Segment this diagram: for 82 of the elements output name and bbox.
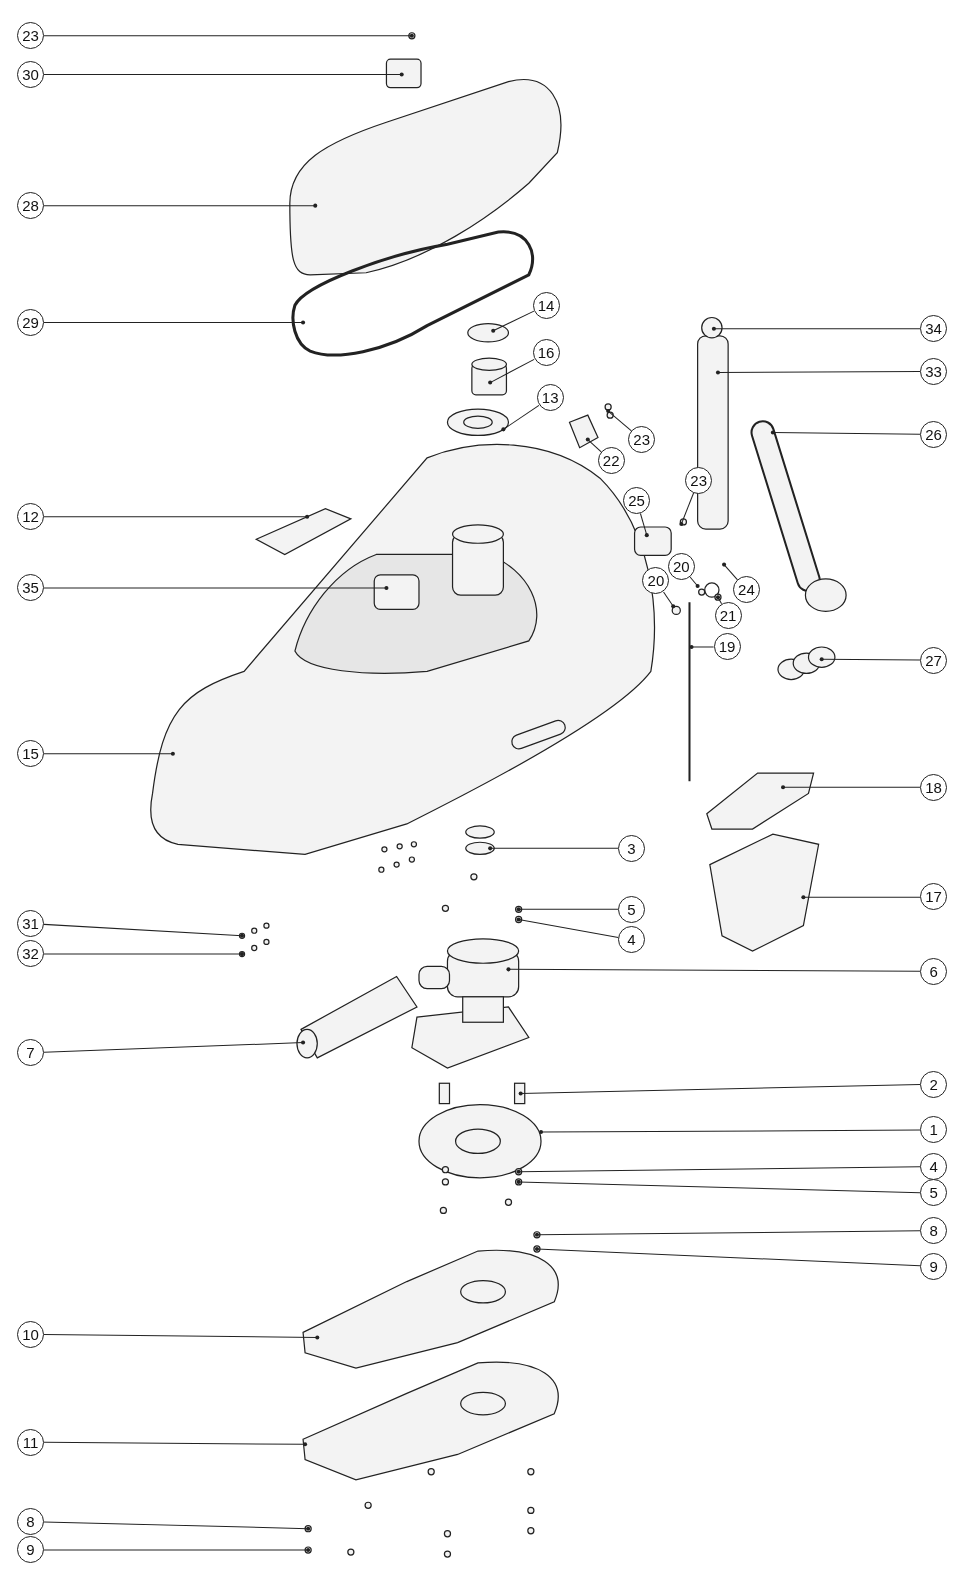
callout-number: 31 <box>17 909 44 937</box>
callout-number: 14 <box>532 291 560 319</box>
leader-line <box>539 1129 921 1135</box>
leader-line <box>585 437 602 453</box>
callout-number: 9 <box>17 1536 44 1564</box>
callout-number: 17 <box>920 883 948 911</box>
callout-number: 4 <box>920 1152 948 1180</box>
leader-line <box>506 967 921 972</box>
leader-line <box>689 576 700 588</box>
leader-line <box>501 404 540 432</box>
callout-number: 11 <box>17 1428 44 1456</box>
callout-number: 24 <box>732 576 760 604</box>
callout-number: 21 <box>714 601 742 629</box>
leader-line <box>43 320 306 325</box>
callout-number: 10 <box>17 1320 44 1348</box>
callout-number: 8 <box>17 1507 44 1535</box>
callout-number: 2 <box>920 1070 948 1098</box>
leader-line <box>516 907 619 912</box>
callout-number: 15 <box>17 740 44 768</box>
leader-line <box>639 513 649 538</box>
callout-number: 30 <box>17 60 44 88</box>
leader-line <box>488 358 535 385</box>
leader-line <box>43 72 404 77</box>
leader-line <box>781 785 921 790</box>
callout-number: 23 <box>628 425 656 453</box>
leader-line <box>663 591 676 609</box>
callout-number: 12 <box>17 503 44 531</box>
leader-line <box>488 846 619 851</box>
callout-number: 20 <box>667 552 695 580</box>
callout-number: 13 <box>536 384 564 412</box>
callout-number: 27 <box>920 646 948 674</box>
callout-number: 5 <box>920 1179 948 1207</box>
callout-number: 8 <box>920 1217 948 1244</box>
leader-line <box>43 514 310 519</box>
leader-line <box>491 310 535 333</box>
callout-number: 4 <box>618 926 645 954</box>
leader-line <box>43 203 318 208</box>
leader-line <box>43 33 414 38</box>
leader-line <box>801 895 921 900</box>
callout-number: 6 <box>920 957 948 985</box>
leader-line <box>43 923 245 938</box>
callout-number: 19 <box>713 633 741 661</box>
leader-line <box>518 1084 921 1096</box>
leader-line <box>43 751 175 756</box>
callout-number: 28 <box>17 191 44 219</box>
leader-line <box>43 585 389 591</box>
leader-line <box>715 595 723 605</box>
leader-line <box>516 1179 921 1194</box>
callout-number: 34 <box>920 314 948 342</box>
callout-number: 29 <box>17 308 44 336</box>
leader-line <box>534 1247 921 1267</box>
leader-line <box>606 409 632 432</box>
leader-line <box>711 326 921 331</box>
leader-line <box>43 1441 308 1447</box>
leader-line <box>715 370 921 375</box>
leader-line <box>43 1040 306 1053</box>
leader-line <box>689 644 715 650</box>
leader-line <box>516 917 619 938</box>
leader-line <box>819 657 921 662</box>
callout-number: 35 <box>17 574 44 602</box>
callout-number: 16 <box>532 339 560 367</box>
callout-number: 18 <box>920 773 948 801</box>
callout-number: 3 <box>618 834 645 862</box>
callout-number: 26 <box>920 420 948 448</box>
leader-line <box>43 1521 311 1531</box>
leader-line <box>679 492 695 526</box>
callout-number: 5 <box>618 895 645 923</box>
callout-number: 22 <box>597 447 625 475</box>
leader-line <box>43 1548 311 1553</box>
callout-number: 25 <box>623 486 651 514</box>
callout-number: 32 <box>17 940 44 968</box>
leader-line <box>43 1334 320 1340</box>
callout-number: 9 <box>920 1252 948 1280</box>
leader-line <box>770 430 921 435</box>
callout-number: 1 <box>920 1116 948 1144</box>
leader-line <box>722 562 739 581</box>
callout-number: 33 <box>920 357 948 385</box>
callout-number: 23 <box>17 22 44 50</box>
leader-line <box>516 1166 921 1174</box>
leader-line <box>534 1230 921 1237</box>
leader-line <box>43 952 245 957</box>
callout-number: 7 <box>17 1039 44 1067</box>
